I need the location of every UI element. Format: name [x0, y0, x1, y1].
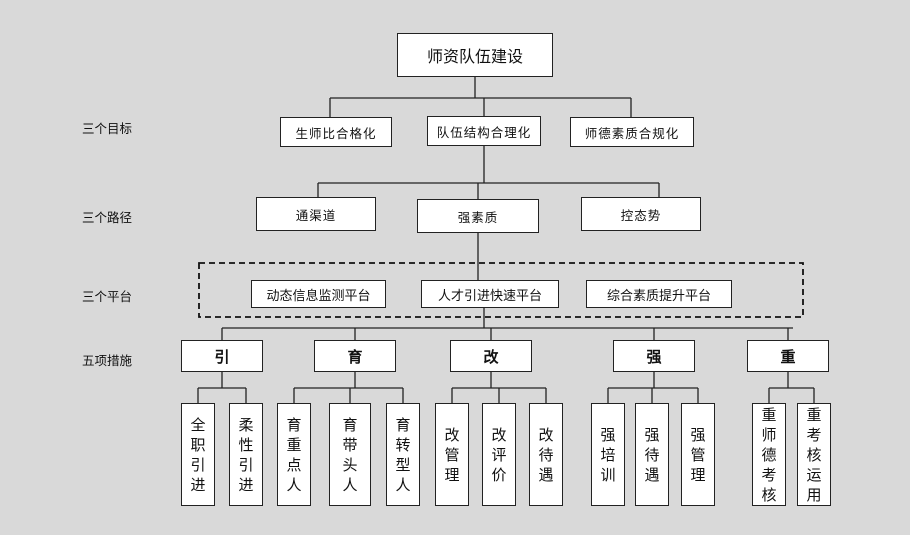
platform-node: 人才引进快速平台	[421, 280, 559, 308]
measure-item-node: 强待遇	[635, 403, 669, 506]
root-node: 师资队伍建设	[397, 33, 553, 77]
measure-node: 育	[314, 340, 396, 372]
path-node: 控态势	[581, 197, 701, 231]
path-node: 强素质	[417, 199, 539, 233]
row-label-goals: 三个目标	[82, 121, 133, 136]
measure-item-node: 强管理	[681, 403, 715, 506]
measure-node: 引	[181, 340, 263, 372]
platform-group-frame	[198, 262, 804, 318]
row-label-measures: 五项措施	[82, 353, 133, 368]
row-label-platforms: 三个平台	[82, 289, 133, 304]
goal-node: 生师比合格化	[280, 117, 392, 147]
goal-node: 队伍结构合理化	[427, 116, 541, 146]
measure-item-node: 育转型人	[386, 403, 420, 506]
measure-item-node: 育重点人	[277, 403, 311, 506]
platform-node: 动态信息监测平台	[251, 280, 386, 308]
measure-item-node: 强培训	[591, 403, 625, 506]
measure-item-node: 改待遇	[529, 403, 563, 506]
measure-item-node: 重师德考核	[752, 403, 786, 506]
measure-item-node: 全职引进	[181, 403, 215, 506]
measure-node: 重	[747, 340, 829, 372]
measure-item-node: 育带头人	[329, 403, 371, 506]
measure-item-node: 柔性引进	[229, 403, 263, 506]
row-label-paths: 三个路径	[82, 210, 133, 225]
measure-node: 强	[613, 340, 695, 372]
goal-node: 师德素质合规化	[570, 117, 694, 147]
measure-item-node: 改管理	[435, 403, 469, 506]
platform-node: 综合素质提升平台	[586, 280, 732, 308]
path-node: 通渠道	[256, 197, 376, 231]
measure-item-node: 重考核运用	[797, 403, 831, 506]
measure-item-node: 改评价	[482, 403, 516, 506]
measure-node: 改	[450, 340, 532, 372]
